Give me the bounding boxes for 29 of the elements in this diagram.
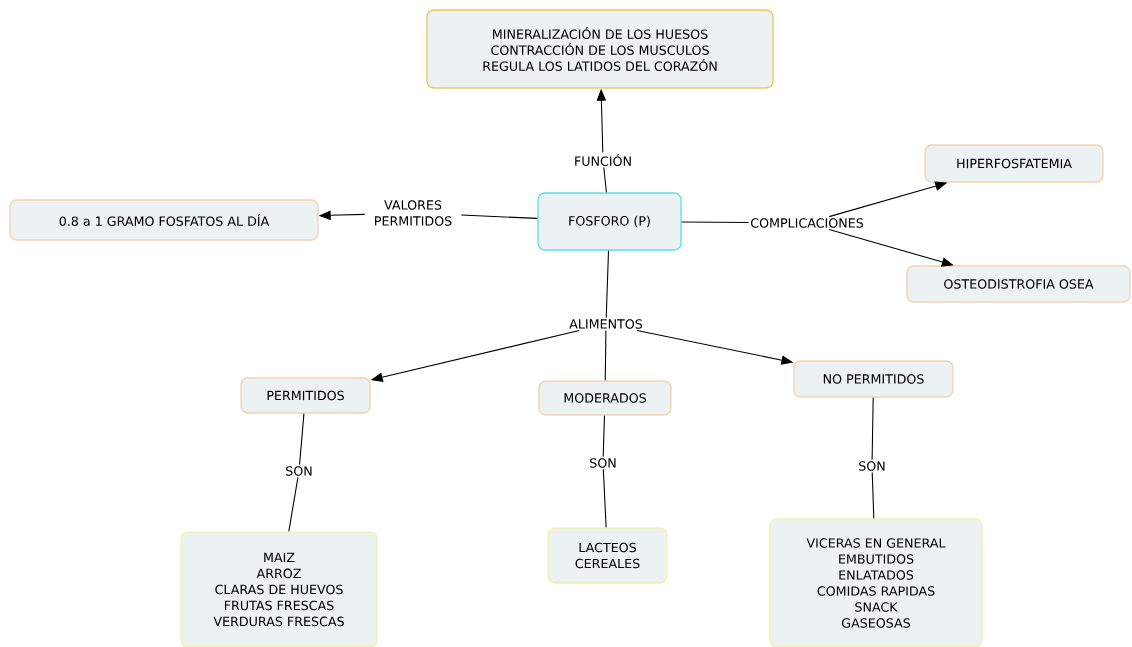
concept-box: OSTEODISTROFIA OSEA	[906, 265, 1131, 303]
connector	[460, 214, 538, 219]
linking-phrase: FUNCIÓN	[572, 152, 634, 168]
linking-phrase: ALIMENTOS	[567, 317, 645, 331]
concept-box: MODERADOS	[538, 380, 672, 416]
concept-box: LACTEOS CEREALES	[547, 527, 668, 584]
concept-box: MAIZ ARROZ CLARAS DE HUEVOS FRUTAS FRESCAS VERDURAS FRESCAS	[180, 531, 378, 647]
connector	[602, 468, 607, 528]
connector	[604, 329, 607, 381]
connector	[288, 476, 299, 532]
concept-box: NO PERMITIDOS	[793, 360, 954, 398]
concept-box: 0.8 a 1 GRAMO FOSFATOS AL DÍA	[9, 199, 319, 241]
connector	[871, 397, 874, 461]
concept-box: VICERAS EN GENERAL EMBUTIDOS ENLATADOS COMIDAS RAPIDAS SNACK GASEOSAS	[769, 518, 983, 647]
concept-box: HIPERFOSFATEMIA	[924, 144, 1104, 183]
connector	[871, 471, 875, 519]
linking-phrase: COMPLICACIONES	[748, 216, 866, 230]
connector	[605, 250, 610, 319]
concept-box: PERMITIDOS	[240, 377, 371, 414]
linking-phrase: SON	[856, 459, 888, 473]
linking-phrase: SON	[283, 464, 315, 478]
connector	[603, 167, 607, 193]
connector	[299, 413, 305, 466]
connector	[602, 415, 605, 458]
concept-box: MINERALIZACIÓN DE LOS HUESOS CONTRACCIÓN DE LOS MUSCULOS REGULA LOS LATIDOS DEL CORAZÓN	[426, 9, 774, 89]
concept-box: FOSFORO (P)	[537, 192, 682, 251]
linking-phrase: SON	[587, 456, 619, 470]
connector	[681, 221, 750, 224]
linking-phrase: VALORES PERMITIDOS	[365, 198, 461, 228]
